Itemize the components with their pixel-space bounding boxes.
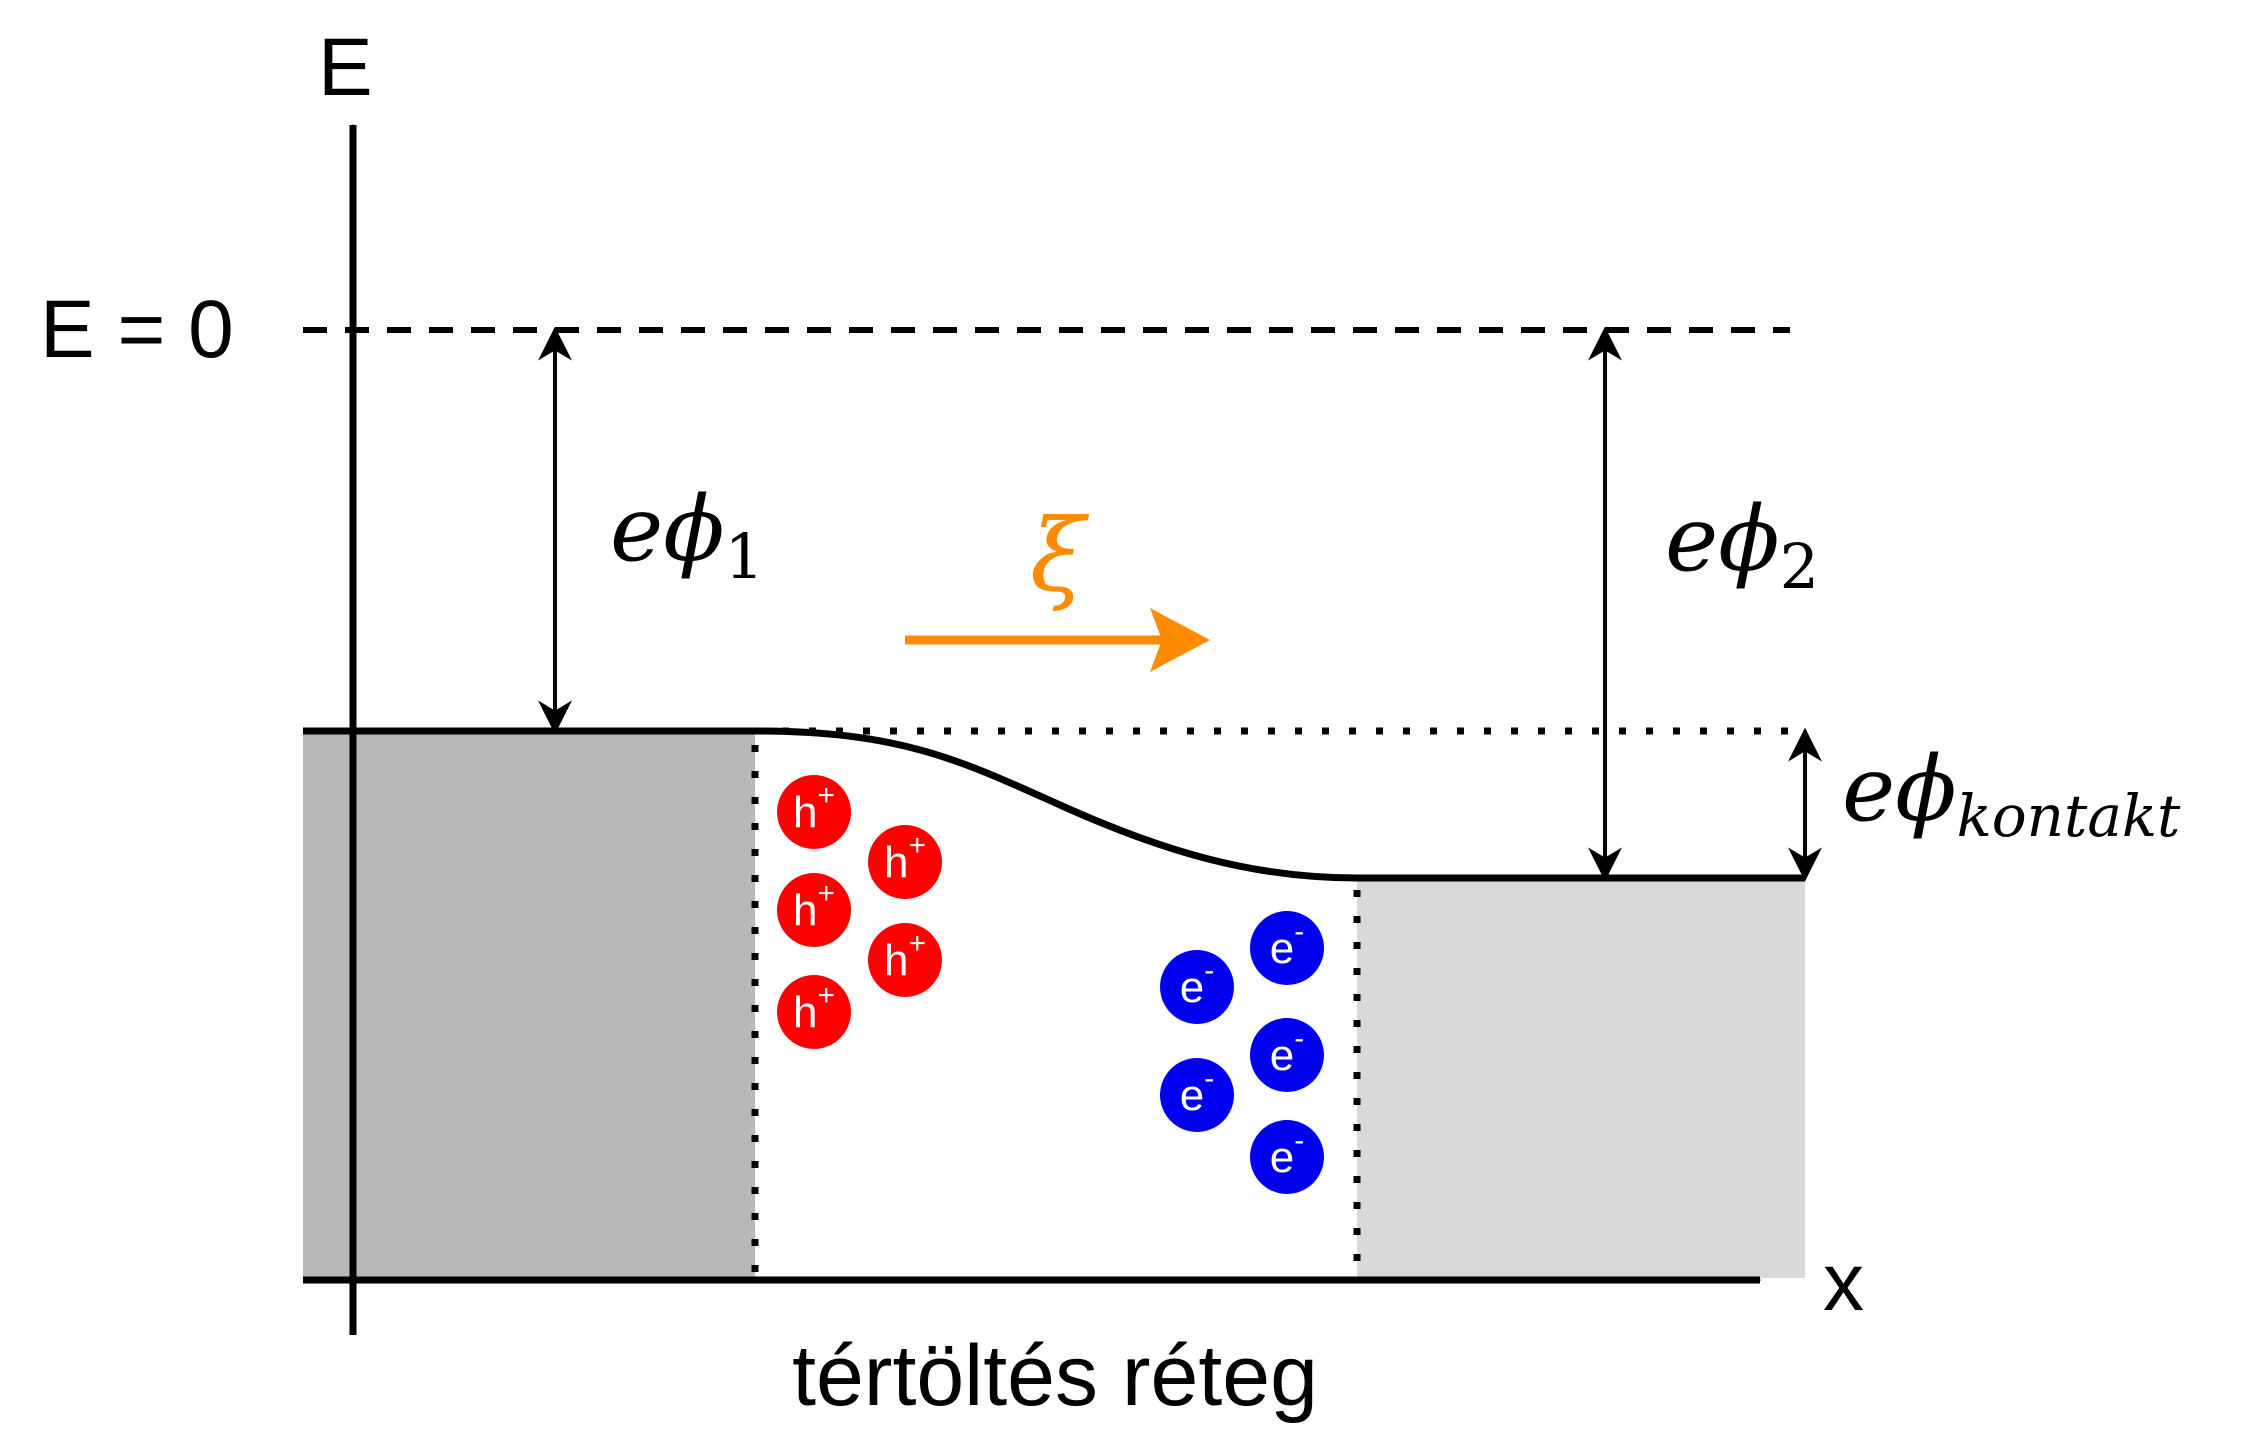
svg-text:e-: e-: [1270, 1124, 1304, 1182]
band-edge: [303, 727, 1805, 882]
svg-text:e-: e-: [1270, 1022, 1304, 1080]
svg-text:h+: h+: [884, 927, 926, 985]
electrons-group: e- e- e- e- e-: [1160, 911, 1324, 1194]
barrier-1-label: eϕ1: [610, 477, 764, 593]
region-label: tértöltés réteg: [792, 1328, 1318, 1424]
holes-group: h+ h+ h+ h+ h+: [777, 775, 942, 1049]
y-axis-label: E: [318, 22, 373, 113]
svg-text:h+: h+: [793, 979, 835, 1037]
field-label: ξ: [1030, 497, 1090, 614]
hole-carrier: h+: [868, 923, 942, 997]
svg-text:e-: e-: [1180, 1062, 1214, 1120]
hole-carrier: h+: [777, 775, 851, 849]
electron-carrier: e-: [1250, 1018, 1324, 1092]
barrier-2-label: eϕ2: [1665, 487, 1819, 603]
svg-text:h+: h+: [884, 829, 926, 887]
right-region: [1357, 878, 1805, 1278]
svg-text:h+: h+: [793, 877, 835, 935]
electron-carrier: e-: [1160, 950, 1234, 1024]
svg-text:e-: e-: [1270, 915, 1304, 973]
x-axis-label: x: [1823, 1237, 1864, 1328]
electron-carrier: e-: [1250, 1120, 1324, 1194]
svg-text:h+: h+: [793, 779, 835, 837]
contact-potential-label: eϕkontakt: [1842, 737, 2181, 850]
hole-carrier: h+: [868, 825, 942, 899]
zero-level-label: E = 0: [40, 284, 234, 375]
electron-carrier: e-: [1250, 911, 1324, 985]
hole-carrier: h+: [777, 873, 851, 947]
svg-text:e-: e-: [1180, 954, 1214, 1012]
electron-carrier: e-: [1160, 1058, 1234, 1132]
field-arrow-head: [1150, 608, 1210, 672]
left-region: [303, 730, 755, 1278]
hole-carrier: h+: [777, 975, 851, 1049]
